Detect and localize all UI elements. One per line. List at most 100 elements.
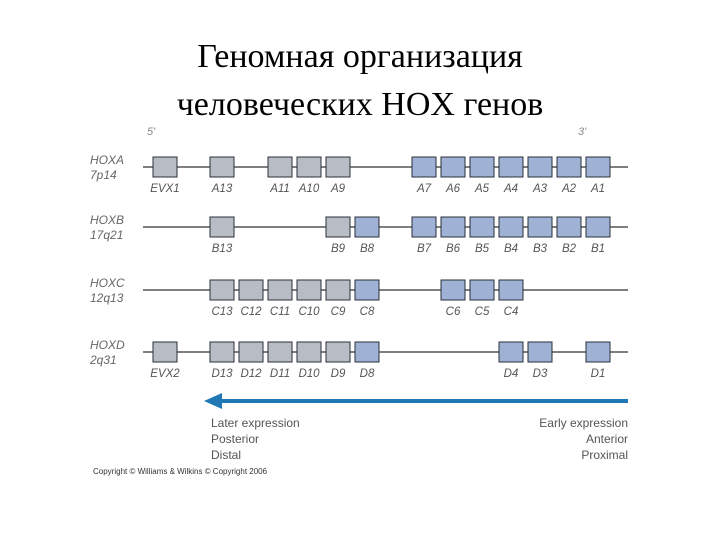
gene-box-a10	[296, 156, 322, 178]
gene-label-b8: B8	[360, 243, 375, 255]
gene-box-c6	[440, 279, 466, 301]
gene-box-c8	[354, 279, 380, 301]
cluster-locus-hoxb: 17q21	[90, 228, 123, 242]
gene-label-b4: B4	[504, 243, 518, 255]
gene-box-b13	[209, 216, 235, 238]
gene-label-b9: B9	[331, 243, 346, 255]
gene-label-a13: A13	[211, 183, 233, 195]
gene-label-a3: A3	[532, 183, 548, 195]
gene-box-a9	[325, 156, 351, 178]
gene-box-d11	[267, 341, 293, 363]
gene-box-c11	[267, 279, 293, 301]
gene-box-b6	[440, 216, 466, 238]
gene-label-a10: A10	[298, 183, 320, 195]
gene-box-c9	[325, 279, 351, 301]
gene-box-c5	[469, 279, 495, 301]
cluster-locus-hoxd: 2q31	[89, 353, 117, 367]
cluster-locus-hoxc: 12q13	[90, 291, 124, 305]
gene-box-d13	[209, 341, 235, 363]
gene-box-c13	[209, 279, 235, 301]
gene-label-a7: A7	[416, 183, 432, 195]
gene-label-a5: A5	[474, 183, 490, 195]
gene-box-b9	[325, 216, 351, 238]
gene-box-a6	[440, 156, 466, 178]
gene-label-c10: C10	[298, 306, 320, 318]
gene-box-b4	[498, 216, 524, 238]
copyright-note: Copyright © Williams & Wilkins © Copyrig…	[93, 467, 268, 476]
gene-label-b6: B6	[446, 243, 461, 255]
gene-label-b3: B3	[533, 243, 548, 255]
gene-label-c12: C12	[240, 306, 262, 318]
gene-label-d1: D1	[591, 368, 606, 380]
gene-box-a1	[585, 156, 611, 178]
gene-box-b8	[354, 216, 380, 238]
slide-title-line-1: Геномная организация	[197, 38, 523, 75]
cluster-name-hoxc: HOXC	[90, 276, 125, 290]
gene-label-d9: D9	[331, 368, 346, 380]
posterior-label: Posterior	[211, 432, 259, 446]
gene-box-b1	[585, 216, 611, 238]
gene-label-d11: D11	[270, 368, 290, 380]
gene-label-c13: C13	[211, 306, 233, 318]
gene-box-d9	[325, 341, 351, 363]
gene-box-a4	[498, 156, 524, 178]
gene-label-d12: D12	[240, 368, 262, 380]
gene-label-b1: B1	[591, 243, 605, 255]
gene-box-b2	[556, 216, 582, 238]
gene-box-c10	[296, 279, 322, 301]
gene-box-a11	[267, 156, 293, 178]
anterior-label: Anterior	[586, 432, 628, 446]
gene-label-c11: C11	[270, 306, 290, 318]
gene-label-a6: A6	[445, 183, 461, 195]
gene-label-c9: C9	[331, 306, 346, 318]
cluster-name-hoxa: HOXA	[90, 153, 124, 167]
cluster-name-hoxd: HOXD	[90, 338, 125, 352]
gene-box-a7	[411, 156, 437, 178]
gene-box-evx1	[152, 156, 178, 178]
gene-label-d3: D3	[533, 368, 548, 380]
gene-box-a13	[209, 156, 235, 178]
gene-box-c12	[238, 279, 264, 301]
later-expression-label: Later expression	[211, 416, 300, 430]
gene-label-d10: D10	[298, 368, 320, 380]
cluster-name-hoxb: HOXB	[90, 213, 124, 227]
cluster-locus-hoxa: 7p14	[90, 168, 117, 182]
gene-label-a2: A2	[561, 183, 577, 195]
gene-label-b5: B5	[475, 243, 490, 255]
gene-box-d10	[296, 341, 322, 363]
early-expression-label: Early expression	[539, 416, 628, 430]
gene-label-d4: D4	[504, 368, 519, 380]
gene-box-d3	[527, 341, 553, 363]
distal-label: Distal	[211, 448, 241, 462]
gene-box-d12	[238, 341, 264, 363]
gene-label-evx1: EVX1	[150, 183, 179, 195]
gene-box-d4	[498, 341, 524, 363]
expression-arrow-head	[204, 393, 222, 409]
gene-label-a1: A1	[590, 183, 605, 195]
five-prime-label: 5'	[147, 126, 156, 138]
expression-arrow	[204, 393, 628, 409]
gene-label-c6: C6	[446, 306, 461, 318]
gene-box-b3	[527, 216, 553, 238]
three-prime-label: 3'	[578, 126, 587, 138]
gene-label-c4: C4	[504, 306, 519, 318]
gene-box-a5	[469, 156, 495, 178]
gene-label-a11: A11	[269, 183, 290, 195]
gene-label-b13: B13	[212, 243, 233, 255]
proximal-label: Proximal	[581, 448, 628, 462]
gene-label-c8: C8	[360, 306, 375, 318]
slide-title-line-2: человеческих HOX генов	[176, 86, 544, 123]
gene-box-a3	[527, 156, 553, 178]
gene-box-a2	[556, 156, 582, 178]
gene-box-c4	[498, 279, 524, 301]
gene-label-d13: D13	[211, 368, 233, 380]
gene-label-evx2: EVX2	[150, 368, 180, 380]
gene-box-d1	[585, 341, 611, 363]
gene-label-a4: A4	[503, 183, 518, 195]
